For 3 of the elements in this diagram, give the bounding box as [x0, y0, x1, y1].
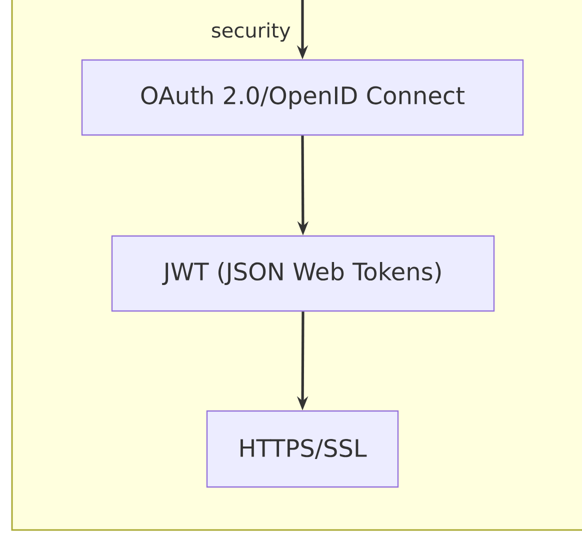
process-box: HTTPS/SSL [206, 410, 399, 488]
process-box: OAuth 2.0/OpenID Connect [81, 59, 524, 136]
process-box: JWT (JSON Web Tokens) [111, 235, 495, 312]
